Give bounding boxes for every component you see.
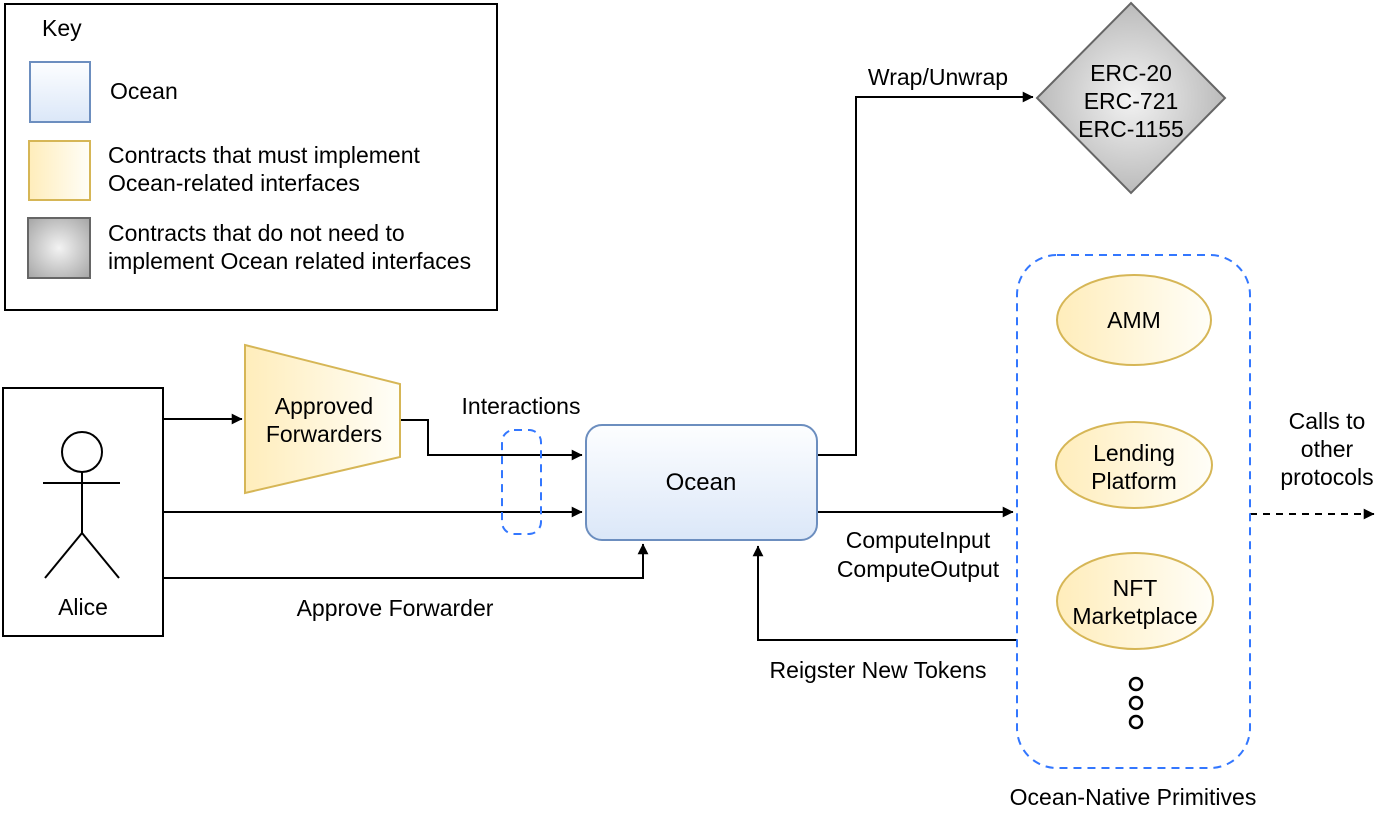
register-new-tokens-label: Reigster New Tokens — [770, 657, 987, 683]
key-item-no-implement-line2: implement Ocean related interfaces — [108, 248, 471, 274]
nft-marketplace-line1: NFT — [1113, 575, 1158, 601]
person-icon — [43, 431, 120, 579]
calls-other-protocols-line2: other — [1301, 436, 1354, 462]
approved-forwarders-line1: Approved — [275, 393, 373, 419]
erc-tokens-node: ERC-20 ERC-721 ERC-1155 — [1035, 1, 1227, 195]
edges — [163, 91, 1375, 641]
approved-forwarders-line2: Forwarders — [266, 421, 382, 447]
nft-marketplace-ellipse — [1056, 552, 1214, 650]
interactions-label: Interactions — [462, 393, 581, 419]
ocean-box — [585, 424, 818, 541]
key-item-must-implement-line2: Ocean-related interfaces — [108, 170, 360, 196]
key-heading: Key — [42, 15, 82, 41]
ocean-blue-swatch — [29, 61, 91, 123]
interactions-dashed-box — [501, 429, 542, 535]
nft-marketplace-line2: Marketplace — [1072, 603, 1197, 629]
key-legend: Key Ocean Contracts that must implement … — [4, 3, 498, 311]
lending-platform-line2: Platform — [1091, 468, 1177, 494]
must-implement-yellow-swatch — [28, 140, 91, 201]
alice-label: Alice — [58, 594, 108, 620]
compute-input-label: ComputeInput — [846, 527, 991, 553]
lending-platform-ellipse — [1055, 421, 1213, 509]
key-item-no-implement-line1: Contracts that do not need to — [108, 220, 405, 246]
compute-output-label: ComputeOutput — [837, 556, 1000, 582]
key-item-ocean-label: Ocean — [110, 78, 178, 104]
interactions-zone: Interactions — [462, 393, 581, 535]
edge-register-new-tokens — [752, 545, 1017, 641]
erc-721-label: ERC-721 — [1084, 88, 1179, 114]
alice-actor: Alice — [2, 387, 164, 637]
edge-forwarders-to-ocean — [400, 419, 583, 461]
edge-approve-forwarder — [163, 543, 649, 579]
ellipsis-dots-icon — [1128, 676, 1144, 730]
ocean-node: Ocean — [585, 424, 818, 541]
wrap-unwrap-label: Wrap/Unwrap — [868, 64, 1008, 90]
key-item-must-implement-line1: Contracts that must implement — [108, 142, 421, 168]
erc-20-label: ERC-20 — [1090, 60, 1172, 86]
nft-marketplace-node: NFT Marketplace — [1056, 552, 1214, 650]
lending-platform-node: Lending Platform — [1055, 421, 1213, 509]
ocean-label: Ocean — [666, 469, 737, 496]
edge-labels: Wrap/Unwrap Approve Forwarder ComputeInp… — [297, 64, 1374, 683]
lending-platform-line1: Lending — [1093, 440, 1175, 466]
approved-forwarders-node: Approved Forwarders — [244, 343, 401, 495]
primitives-container: AMM Lending Platform NFT Marketplace Oce… — [1010, 254, 1257, 810]
erc-1155-label: ERC-1155 — [1078, 116, 1184, 142]
amm-node: AMM — [1056, 274, 1212, 366]
calls-other-protocols-line3: protocols — [1280, 464, 1373, 490]
edge-wrap-unwrap — [817, 91, 1034, 456]
erc-diamond-shape — [1035, 1, 1227, 195]
approved-forwarders-shape — [244, 343, 401, 495]
amm-label: AMM — [1107, 307, 1161, 333]
no-implement-gray-swatch — [27, 217, 91, 279]
amm-ellipse — [1056, 274, 1212, 366]
primitives-dashed-border — [1016, 254, 1251, 769]
calls-other-protocols-line1: Calls to — [1289, 408, 1366, 434]
approve-forwarder-label: Approve Forwarder — [297, 595, 494, 621]
primitives-container-label: Ocean-Native Primitives — [1010, 784, 1257, 810]
